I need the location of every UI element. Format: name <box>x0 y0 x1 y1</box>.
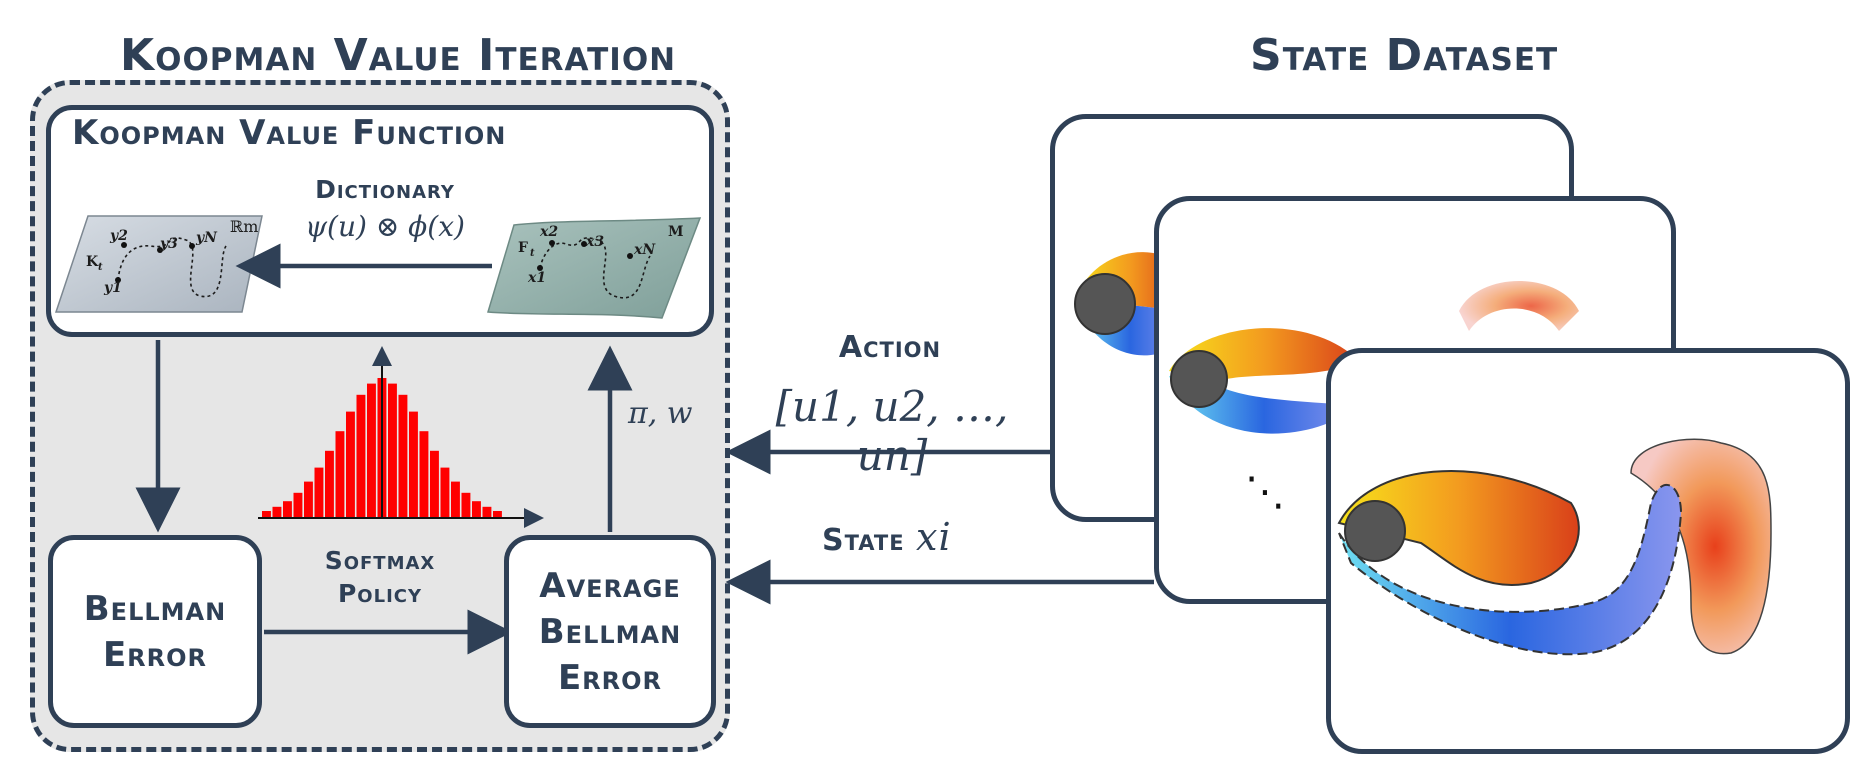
dictionary-formula: ψ(u) ⊗ ϕ(x) <box>305 210 465 243</box>
histogram-bar <box>283 501 292 518</box>
histogram-bar <box>482 506 492 518</box>
policy-output-label: π, w <box>628 396 693 431</box>
state-space-manifold <box>487 217 702 319</box>
flow-field-2 <box>1169 281 1579 434</box>
histogram-bar <box>430 450 439 518</box>
label-Ft: F <box>518 240 528 256</box>
histogram-bar <box>346 411 355 518</box>
histogram-bar <box>388 383 397 518</box>
bellman-error-label: Bellman Error <box>83 588 227 675</box>
label-xN: xN <box>633 242 656 258</box>
histogram-bar <box>461 492 471 518</box>
histogram-bar <box>262 511 271 518</box>
dictionary-label: Dictionary <box>315 175 455 204</box>
flow-field-3 <box>1337 438 1772 656</box>
histogram-bar <box>440 467 450 518</box>
point-xN <box>627 253 633 259</box>
histogram-bar <box>325 450 334 518</box>
histogram-bar <box>335 431 345 518</box>
state-variable: xi <box>916 515 952 559</box>
average-bellman-error-label: Average Bellman Error <box>538 565 682 698</box>
action-vector: [u1, u2, …, un] <box>775 382 1009 480</box>
point-x2 <box>549 240 555 246</box>
histogram-bar <box>356 394 366 518</box>
histogram-bar <box>314 467 324 518</box>
histogram-bar <box>272 506 282 518</box>
label-x1: x1 <box>527 270 546 286</box>
state-card-3 <box>1326 348 1850 754</box>
point-y2 <box>121 242 127 248</box>
koopman-value-function-title: Koopman Value Function <box>72 113 507 153</box>
histogram-bar <box>304 481 313 518</box>
state-label-group: State xi <box>822 515 952 559</box>
point-y3 <box>157 247 163 253</box>
label-x2: x2 <box>539 224 558 240</box>
histogram-bar <box>419 431 429 518</box>
label-Kt: K <box>86 254 99 270</box>
point-x1 <box>537 265 543 271</box>
histogram-bar <box>451 481 460 518</box>
bellman-error-box: Bellman Error <box>48 535 262 728</box>
dataset-ellipsis: ⋱ <box>1245 469 1285 515</box>
label-Kt-sub: t <box>98 262 103 273</box>
label-M: M <box>668 224 684 240</box>
histogram-bar <box>293 492 303 518</box>
observable-space-manifold <box>54 215 263 313</box>
koopman-value-iteration-title: Koopman Value Iteration <box>120 30 677 81</box>
histogram-bar <box>409 411 418 518</box>
point-yN <box>189 243 195 249</box>
average-bellman-error-box: Average Bellman Error <box>504 535 716 728</box>
histogram-bar <box>398 394 408 518</box>
softmax-policy-label: Softmax Policy <box>324 546 436 608</box>
label-y2: y2 <box>109 228 128 244</box>
histogram-bar <box>367 383 376 518</box>
label-x3: x3 <box>585 234 604 250</box>
point-x3 <box>581 241 587 247</box>
histogram-bar <box>472 501 481 518</box>
histogram-bar <box>493 511 502 518</box>
action-label: Action <box>838 330 942 365</box>
label-yN: yN <box>195 230 218 246</box>
label-Ft-sub: t <box>530 248 535 259</box>
state-dataset-title: State Dataset <box>1250 30 1559 81</box>
state-label: State <box>822 523 905 558</box>
point-y1 <box>115 277 121 283</box>
label-Rm: ℝm <box>230 217 258 236</box>
label-y3: y3 <box>159 236 178 252</box>
label-y1: y1 <box>103 280 122 296</box>
